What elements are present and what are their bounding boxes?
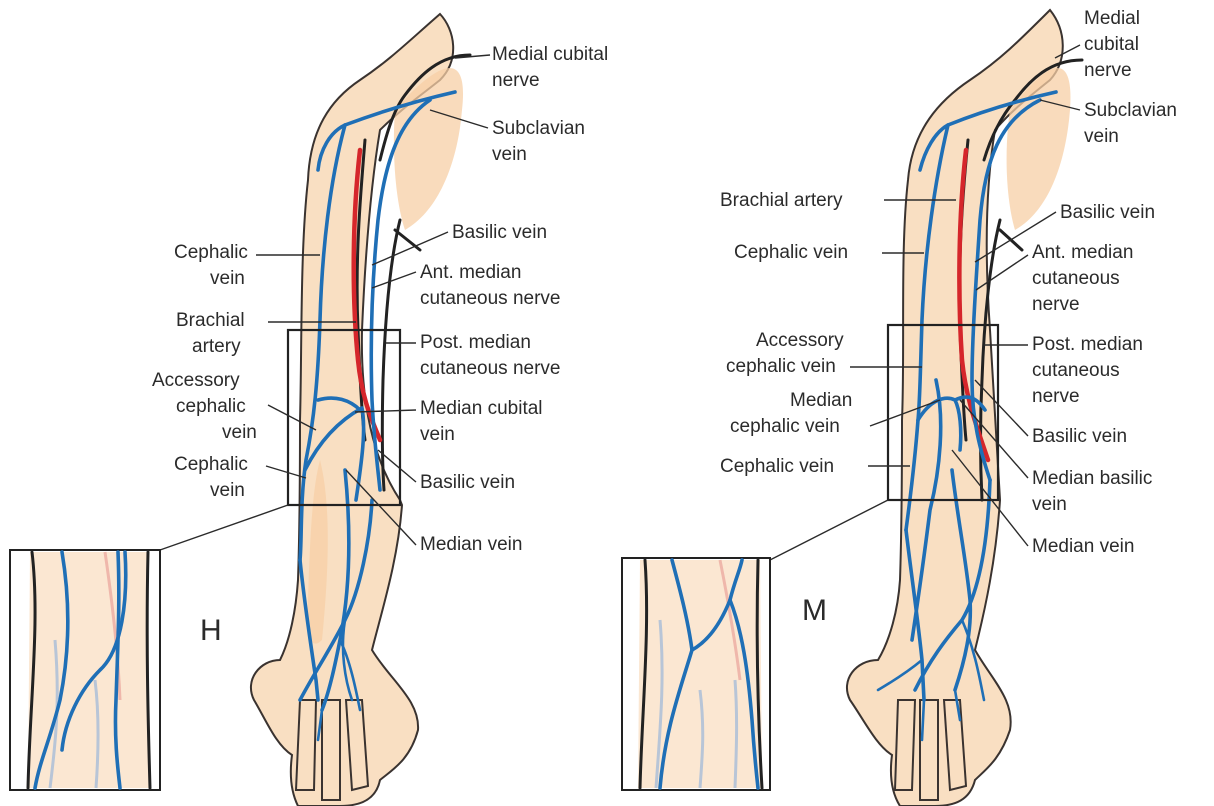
label-h-subclavian-1: Subclavian [492, 118, 585, 139]
label-h-accessory-3: vein [222, 422, 257, 443]
callout-line-h [160, 505, 288, 550]
label-h-post-median-2: cutaneous nerve [420, 358, 561, 379]
label-h-brachial-1: Brachial [176, 310, 245, 331]
inset-h-skin [28, 552, 150, 788]
label-h-cephalic-low-2: vein [210, 480, 245, 501]
leader-h-ant-median [372, 272, 416, 288]
leader-h-basilic-top [372, 232, 448, 265]
label-m-ant-median-3: nerve [1032, 294, 1080, 315]
label-h-subclavian-2: vein [492, 144, 527, 165]
callout-line-m [770, 500, 888, 560]
label-h-brachial-2: artery [192, 336, 241, 357]
label-m-basilic-low: Basilic vein [1032, 426, 1127, 447]
label-m-medial-cubital-nerve-1: Medial [1084, 8, 1140, 29]
label-m-median-cephalic-1: Median [790, 390, 852, 411]
label-m-ant-median-2: cutaneous [1032, 268, 1120, 289]
label-m-cephalic: Cephalic vein [734, 242, 848, 263]
label-m-basilic-top: Basilic vein [1060, 202, 1155, 223]
label-m-brachial: Brachial artery [720, 190, 843, 211]
label-h-ant-median-2: cutaneous nerve [420, 288, 561, 309]
label-h-cephalic-2: vein [210, 268, 245, 289]
label-m-subclavian-1: Subclavian [1084, 100, 1177, 121]
label-m-median-basilic-1: Median basilic [1032, 468, 1152, 489]
hand-m-fingers [895, 700, 966, 800]
label-m-cephalic-low: Cephalic vein [720, 456, 834, 477]
label-m-median-cephalic-2: cephalic vein [730, 416, 840, 437]
panel-m-letter: M [802, 594, 827, 627]
label-m-accessory-1: Accessory [756, 330, 844, 351]
label-h-accessory-1: Accessory [152, 370, 240, 391]
hand-h-fingers [296, 700, 368, 800]
label-m-accessory-2: cephalic vein [726, 356, 836, 377]
label-h-accessory-2: cephalic [176, 396, 246, 417]
label-h-medial-cubital-nerve-2: nerve [492, 70, 540, 91]
label-m-median-vein: Median vein [1032, 536, 1134, 557]
label-h-median-cubital-1: Median cubital [420, 398, 543, 419]
label-m-post-median-1: Post. median [1032, 334, 1143, 355]
label-h-ant-median-1: Ant. median [420, 262, 521, 283]
label-h-cephalic-low-1: Cephalic [174, 454, 248, 475]
label-m-ant-median-1: Ant. median [1032, 242, 1133, 263]
inset-m-skin [638, 560, 762, 788]
label-m-medial-cubital-nerve-3: nerve [1084, 60, 1132, 81]
label-h-median-vein: Median vein [420, 534, 522, 555]
label-h-cephalic-1: Cephalic [174, 242, 248, 263]
label-m-post-median-2: cutaneous [1032, 360, 1120, 381]
label-h-medial-cubital-nerve-1: Medial cubital [492, 44, 608, 65]
nerve-h-3 [395, 230, 420, 250]
panel-h-letter: H [200, 614, 222, 647]
posterior-nerve-h [382, 220, 400, 490]
label-h-post-median-1: Post. median [420, 332, 531, 353]
label-m-medial-cubital-nerve-2: cubital [1084, 34, 1139, 55]
label-h-basilic-low: Basilic vein [420, 472, 515, 493]
label-h-median-cubital-2: vein [420, 424, 455, 445]
label-m-subclavian-2: vein [1084, 126, 1119, 147]
label-h-basilic-top: Basilic vein [452, 222, 547, 243]
label-m-median-basilic-2: vein [1032, 494, 1067, 515]
panel-h: H Medial cubital nerve Subclavian vein B… [10, 14, 608, 806]
label-m-post-median-3: nerve [1032, 386, 1080, 407]
panel-m: M Medial cubital nerve Subclavian vein B… [622, 8, 1177, 806]
